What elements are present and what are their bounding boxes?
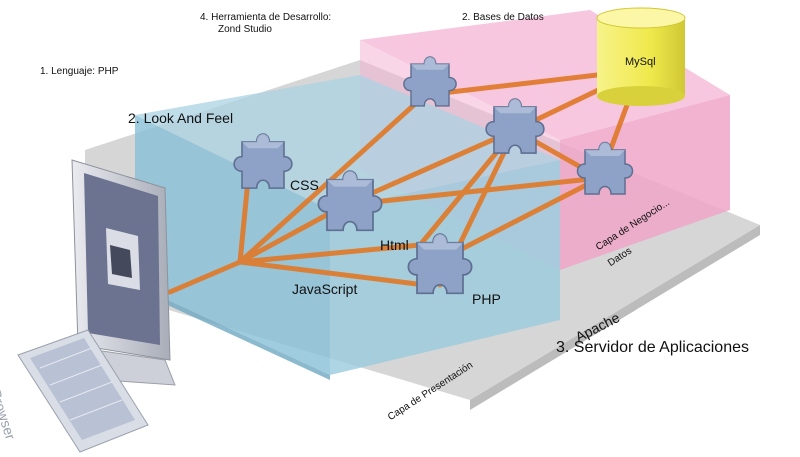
label-herramienta-line1: 4. Herramienta de Desarrollo: xyxy=(200,12,332,23)
label-look-and-feel: 2. Look And Feel xyxy=(128,110,234,126)
keyboard-icon xyxy=(17,329,149,453)
node-php: PHP xyxy=(472,291,501,307)
node-html: Html xyxy=(380,237,409,253)
presentation-layer-box xyxy=(135,75,560,380)
label-bases-datos: 2. Bases de Datos xyxy=(462,12,544,23)
label-herramienta-line2: Zond Studio xyxy=(218,24,272,35)
node-mysql: MySql xyxy=(625,56,656,68)
node-javascript: JavaScript xyxy=(292,281,358,297)
monitor-icon xyxy=(71,159,176,386)
database-cylinder-icon xyxy=(596,7,686,106)
label-lenguaje: 1. Lenguaje: PHP xyxy=(40,66,119,77)
node-css: CSS xyxy=(290,177,319,193)
label-servidor: 3. Servidor de Aplicaciones xyxy=(556,339,749,356)
